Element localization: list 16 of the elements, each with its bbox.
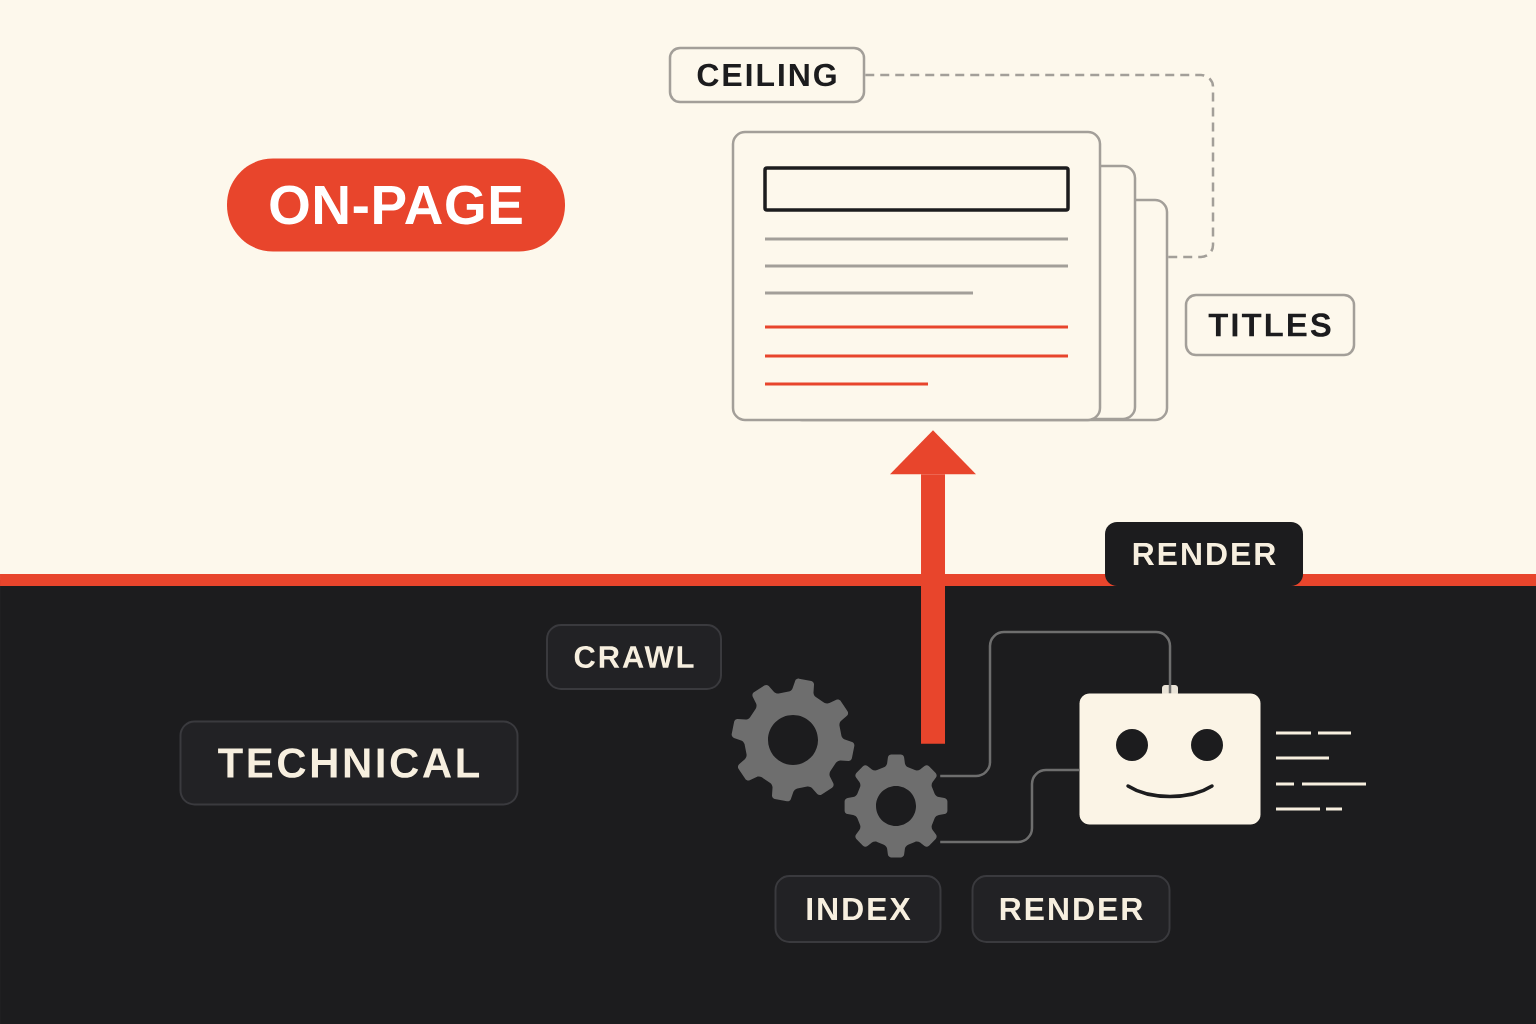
connector-line <box>940 768 1080 844</box>
label-box: TITLES <box>1184 293 1356 357</box>
label-box: TECHNICAL <box>179 720 519 806</box>
arrow <box>890 430 976 744</box>
connector-line <box>865 73 1215 259</box>
node-label: RENDER <box>1133 543 1276 565</box>
connector-line <box>940 630 1172 778</box>
label-box: RENDER <box>971 875 1171 943</box>
label-box: CRAWL <box>546 624 722 690</box>
label-box: INDEX <box>774 875 942 943</box>
document-stack <box>731 130 1169 422</box>
gear-icon <box>844 754 948 858</box>
robot-face <box>1079 685 1261 825</box>
pill-label: ON-PAGE <box>227 158 565 252</box>
label-box: CEILING <box>668 46 866 104</box>
label-box: RENDER <box>1105 522 1303 586</box>
